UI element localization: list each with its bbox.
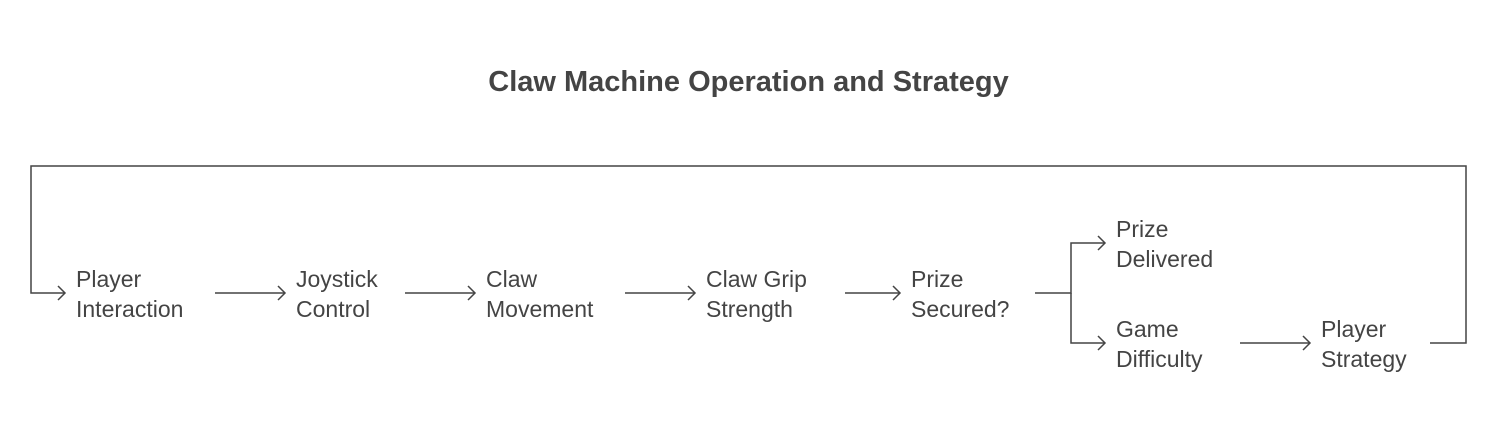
node-label-line: Player — [76, 266, 142, 292]
node-claw-movement: Claw Movement — [486, 264, 593, 324]
edge-prize-secured-to-prize-delivered — [1035, 235, 1107, 294]
node-label-line: Secured? — [911, 296, 1010, 322]
node-claw-grip-strength: Claw Grip Strength — [706, 264, 807, 324]
node-label-line: Control — [296, 296, 371, 322]
node-label-line: Difficulty — [1116, 346, 1203, 372]
node-label-line: Claw — [486, 266, 538, 292]
node-prize-delivered: Prize Delivered — [1116, 214, 1213, 274]
node-label-line: Player — [1321, 316, 1387, 342]
node-label-line: Strategy — [1321, 346, 1407, 372]
edge-claw-grip-strength-to-prize-secured — [845, 285, 902, 301]
node-prize-secured: Prize Secured? — [911, 264, 1009, 324]
edge-claw-movement-to-claw-grip-strength — [625, 285, 697, 301]
edge-joystick-control-to-claw-movement — [405, 285, 477, 301]
node-label-line: Game — [1116, 316, 1179, 342]
node-player-strategy: Player Strategy — [1321, 314, 1407, 374]
edge-prize-secured-to-game-difficulty — [1070, 293, 1107, 351]
node-label-line: Movement — [486, 296, 594, 322]
node-label-line: Strength — [706, 296, 793, 322]
diagram-title: Claw Machine Operation and Strategy — [488, 66, 1009, 98]
node-label-line: Joystick — [296, 266, 378, 292]
node-game-difficulty: Game Difficulty — [1116, 314, 1203, 374]
edge-player-interaction-to-joystick-control — [215, 285, 287, 301]
node-label-line: Delivered — [1116, 246, 1214, 272]
node-player-interaction: Player Interaction — [76, 264, 183, 324]
node-label-line: Interaction — [76, 296, 184, 322]
edge-player-strategy-to-player-interaction — [30, 165, 1467, 344]
node-label-line: Prize — [911, 266, 964, 292]
node-label-line: Prize — [1116, 216, 1169, 242]
node-joystick-control: Joystick Control — [296, 264, 378, 324]
edge-game-difficulty-to-player-strategy — [1240, 335, 1312, 351]
node-label-line: Claw Grip — [706, 266, 807, 292]
